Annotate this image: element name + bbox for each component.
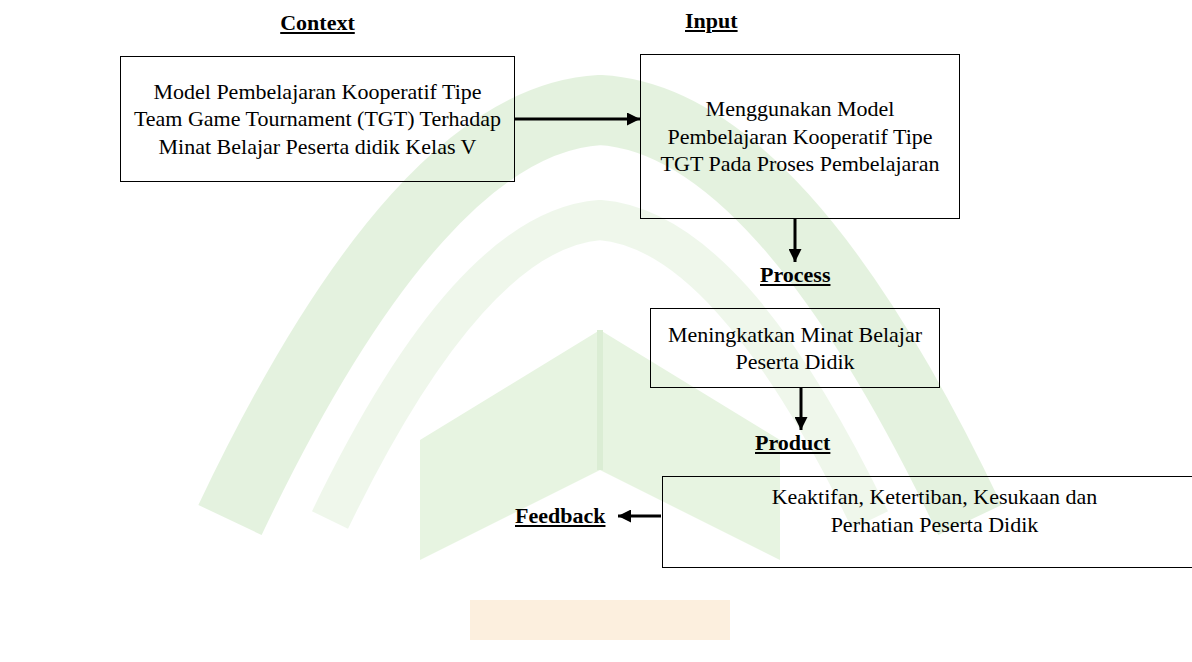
- stage-heading: Input: [685, 8, 738, 34]
- box-text: Meningkatkan Minat Belajar Peserta Didik: [661, 321, 929, 376]
- stage-node: ContextModel Pembelajaran Kooperatif Tip…: [120, 10, 515, 182]
- process-box: Menggunakan Model Pembelajaran Kooperati…: [640, 54, 960, 219]
- box-text: Menggunakan Model Pembelajaran Kooperati…: [658, 95, 943, 178]
- process-box: Model Pembelajaran Kooperatif Tipe Team …: [120, 56, 515, 182]
- stage-heading: Process: [760, 262, 830, 288]
- stage-heading: Product: [755, 430, 830, 456]
- stage-node: ProcessMeningkatkan Minat Belajar Pesert…: [650, 262, 940, 388]
- stage-heading-row: Input: [640, 8, 960, 34]
- flow-arrow: [800, 388, 803, 430]
- stage-heading-row: Context: [120, 10, 515, 36]
- stage-node: InputMenggunakan Model Pembelajaran Koop…: [640, 8, 960, 219]
- stage-heading-row: Process: [650, 262, 940, 288]
- flow-arrow: [794, 219, 797, 262]
- stage-node: ProductKeaktifan, Ketertiban, Kesukaan d…: [662, 430, 1192, 568]
- stage-label: Feedback: [515, 503, 605, 529]
- feedback-arrow: [618, 515, 661, 518]
- box-text: Keaktifan, Ketertiban, Kesukaan dan Perh…: [735, 483, 1135, 538]
- process-box: Meningkatkan Minat Belajar Peserta Didik: [650, 308, 940, 388]
- stage-heading-row: Product: [662, 430, 1192, 456]
- stage-heading: Context: [280, 10, 355, 36]
- box-text: Model Pembelajaran Kooperatif Tipe Team …: [131, 78, 504, 161]
- flow-arrow: [515, 118, 640, 121]
- process-box: Keaktifan, Ketertiban, Kesukaan dan Perh…: [662, 476, 1192, 568]
